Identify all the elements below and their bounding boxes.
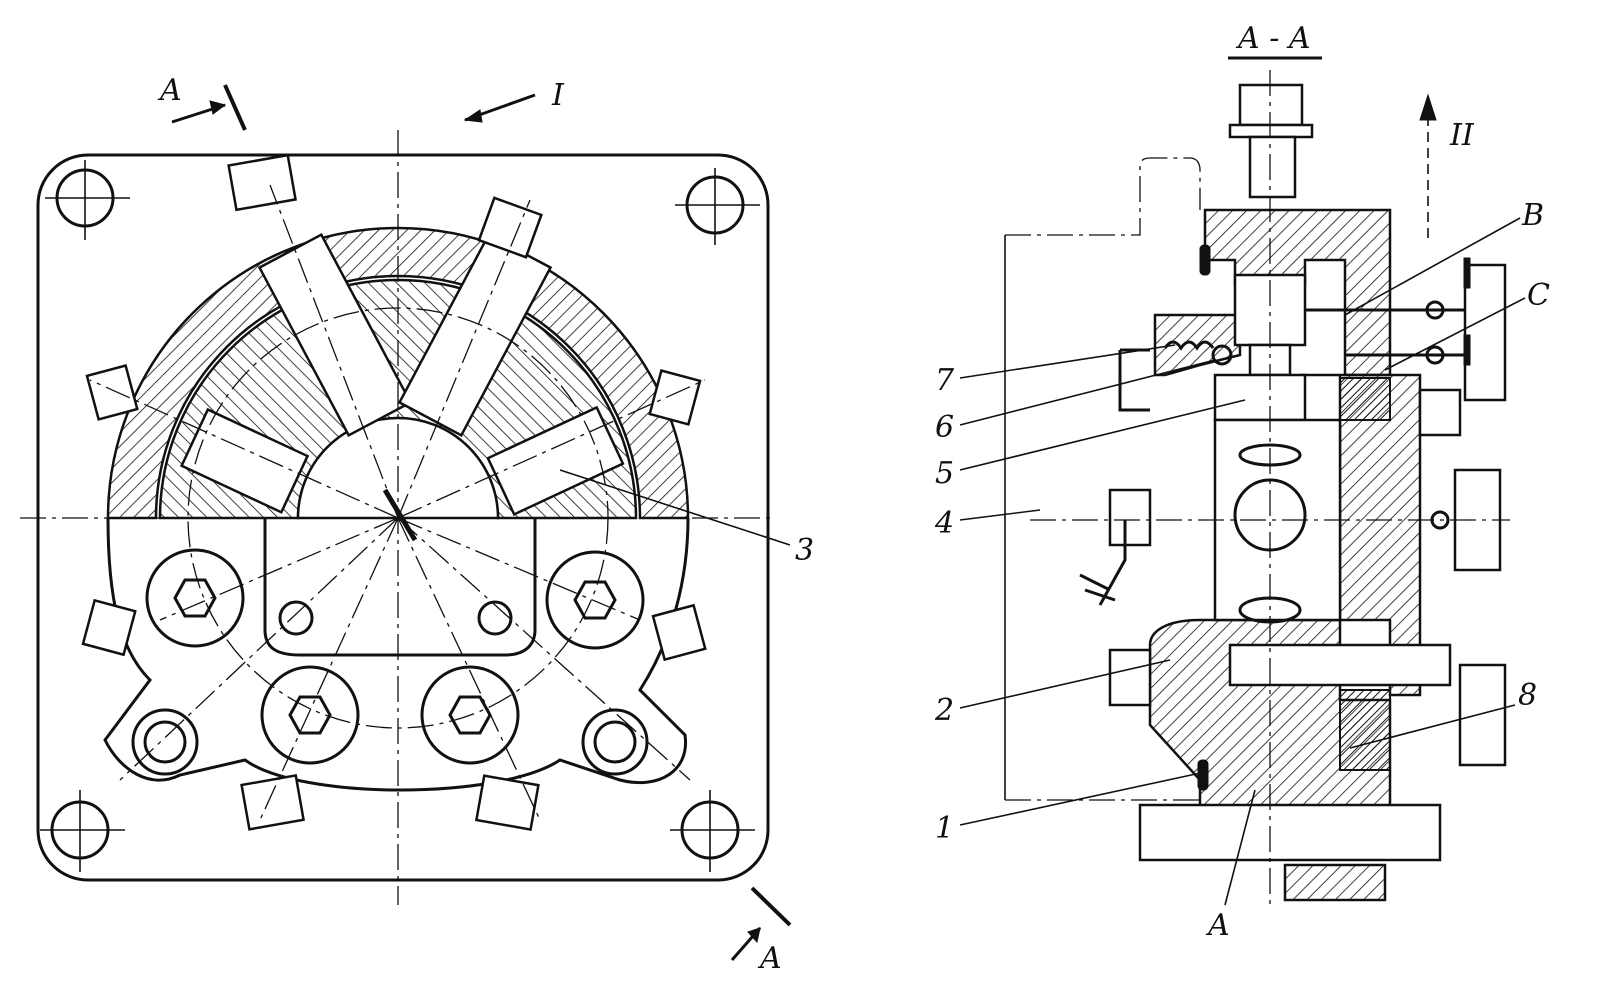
lower-bolts: [131, 548, 649, 776]
callout-5: 5: [935, 456, 954, 491]
view-label-I: I: [551, 78, 565, 113]
section-marker-bottom: [730, 886, 792, 961]
section-label-top: A: [157, 73, 182, 108]
lock-wire: [1079, 520, 1127, 606]
callout-2: 2: [934, 693, 954, 728]
lower-body: [103, 517, 690, 792]
leaders: [959, 217, 1526, 906]
front-view: A A I 3: [20, 73, 814, 976]
spool-assembly: [1213, 273, 1342, 624]
port-label-A: A: [1205, 908, 1230, 943]
seals: [1197, 244, 1471, 791]
section-label-bottom: A: [757, 941, 782, 976]
port-label-B: B: [1521, 198, 1544, 233]
housing-outline: [1005, 157, 1201, 236]
leader-3: [559, 469, 791, 546]
outer-bolt-heads: [81, 153, 707, 831]
callout-4: 4: [934, 506, 954, 541]
center-mark: [382, 488, 418, 542]
callout-8: 8: [1518, 678, 1537, 713]
section-title: A - A: [1235, 21, 1311, 56]
view-II-arrowhead: [1419, 93, 1437, 121]
radial-centerlines: [89, 184, 706, 821]
section-marker-top: [171, 84, 247, 131]
top-bolt: [1228, 83, 1314, 199]
view-label-II: II: [1449, 118, 1475, 153]
callout-1: 1: [935, 811, 954, 846]
port-label-C: C: [1527, 278, 1550, 313]
right-bolts: [1108, 263, 1507, 862]
callout-3: 3: [795, 533, 814, 568]
callout-7: 7: [935, 363, 955, 398]
corner-holes: [40, 160, 760, 872]
section-view: A - A: [934, 21, 1550, 943]
callout-6: 6: [935, 410, 954, 445]
bottom-plate: [1283, 863, 1387, 902]
housing-section-outer: [106, 226, 690, 520]
view-arrow-I: [463, 93, 536, 123]
check-ball: [1211, 344, 1233, 366]
body-section-upper: [1203, 208, 1392, 377]
